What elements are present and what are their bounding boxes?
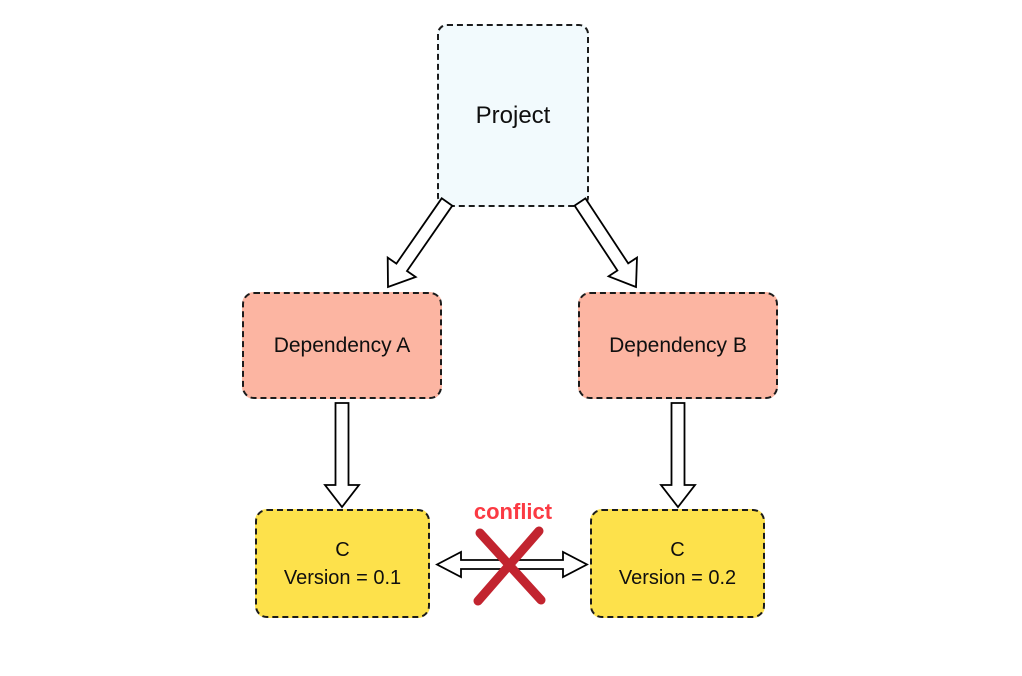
node-c-version-02-version: Version = 0.2 <box>618 566 737 589</box>
conflict-x-icon <box>473 526 546 606</box>
node-dependency-b: Dependency B <box>578 292 778 399</box>
node-c-version-02: C Version = 0.2 <box>590 509 765 618</box>
node-dependency-a-label: Dependency A <box>273 333 411 357</box>
arrow-dependency-a-to-c <box>323 402 361 509</box>
arrow-dependency-b-to-c <box>659 402 697 509</box>
node-dependency-b-label: Dependency B <box>609 333 747 357</box>
node-project: Project <box>437 24 589 207</box>
node-c-version-01-name: C <box>335 538 350 561</box>
arrow-project-to-dependency-a <box>386 197 454 289</box>
node-dependency-a: Dependency A <box>242 292 442 399</box>
node-c-version-01-version: Version = 0.1 <box>283 566 402 589</box>
conflict-label: conflict <box>473 499 553 524</box>
node-c-version-01: C Version = 0.1 <box>255 509 430 618</box>
node-project-label: Project <box>475 101 551 129</box>
arrow-project-to-dependency-b <box>573 197 638 289</box>
conflict-double-arrow <box>435 550 589 579</box>
node-c-version-02-name: C <box>670 538 685 561</box>
